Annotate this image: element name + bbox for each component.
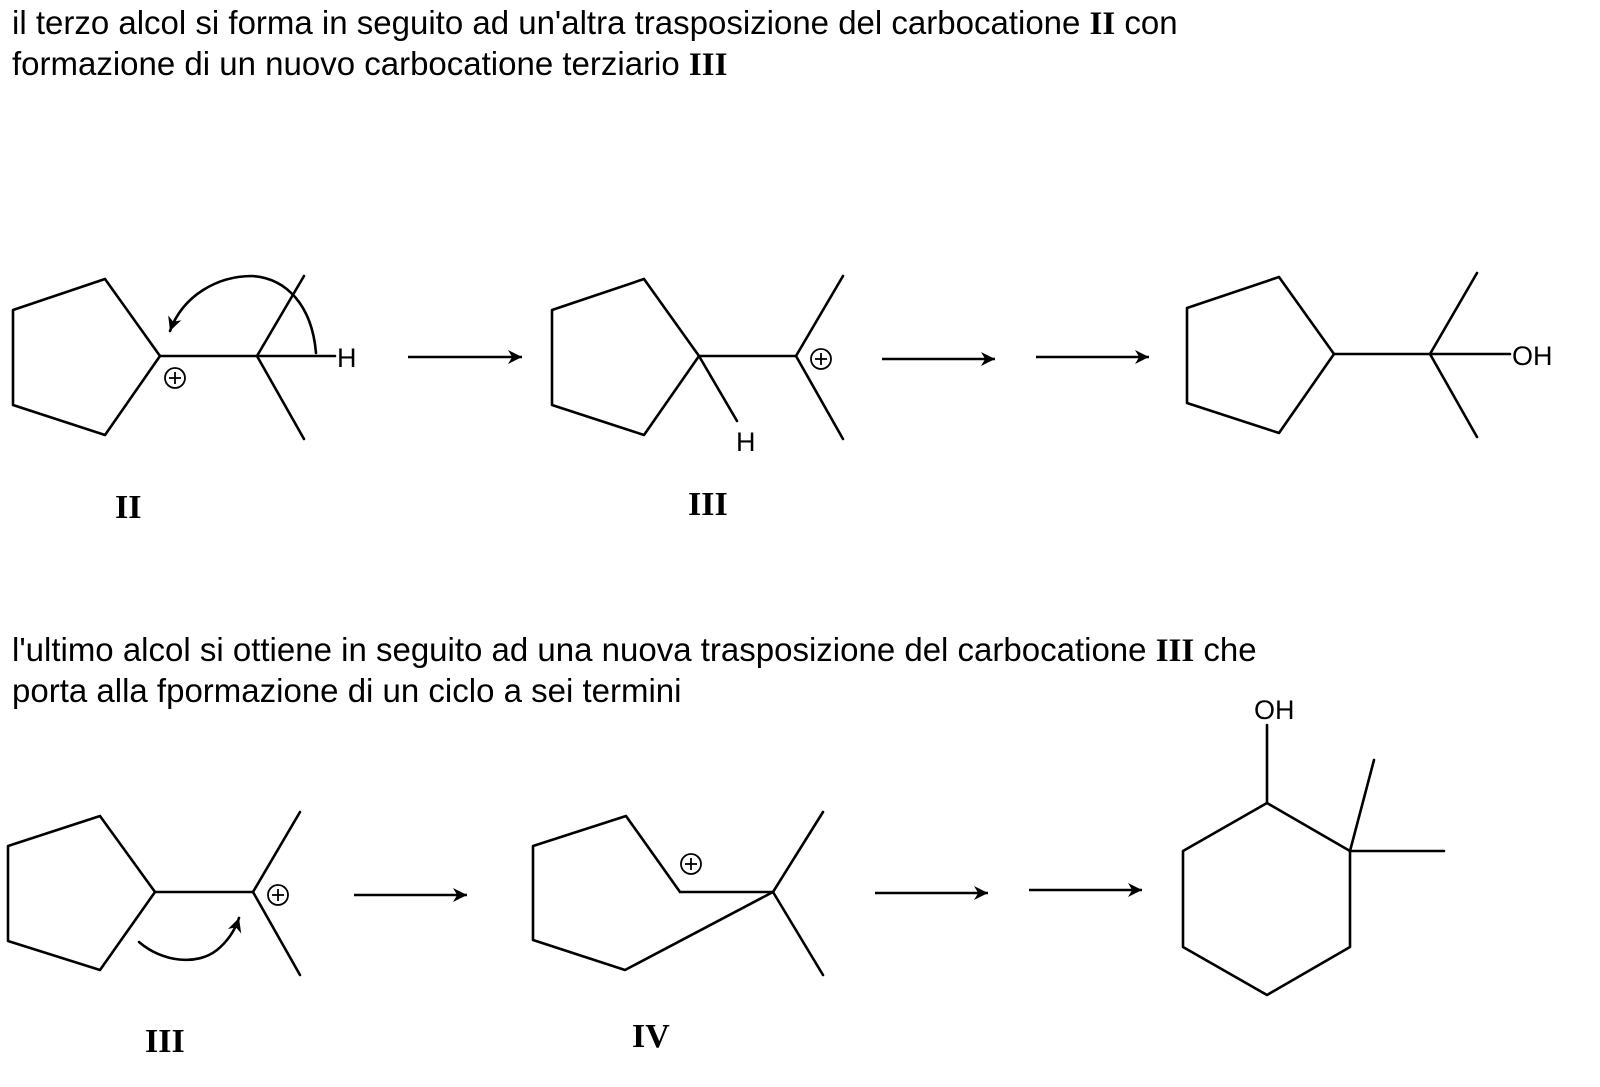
methyl-bond <box>1428 352 1479 439</box>
hydride-shift-arrow <box>168 274 318 355</box>
intro-paragraph-1: il terzo alcol si forma in seguito ad un… <box>12 3 1178 85</box>
ring-expansion-skeleton <box>531 814 775 972</box>
structure-IV <box>531 810 825 977</box>
paragraph-text: l'ultimo alcol si ottiene in seguito ad … <box>12 631 1156 668</box>
methyl-bond <box>771 810 825 894</box>
methyl-bond <box>794 354 845 441</box>
positive-charge-icon <box>267 884 289 906</box>
hydroxyl-group: OH <box>1512 341 1553 371</box>
positive-charge-icon <box>810 348 832 370</box>
hydrogen-atom: H <box>736 427 756 457</box>
compound-reference: III <box>1155 633 1195 669</box>
methyl-bond <box>794 274 845 358</box>
intro-paragraph-2: l'ultimo alcol si ottiene in seguito ad … <box>12 630 1257 710</box>
methyl-bond <box>255 354 306 441</box>
paragraph-text: con <box>1115 4 1178 41</box>
paragraph-text: formazione di un nuovo carbocatione terz… <box>12 45 689 82</box>
compound-label: III <box>145 1023 185 1060</box>
structure-III: H <box>550 274 845 457</box>
paragraph-text: che <box>1194 631 1257 668</box>
methyl-bond <box>1348 758 1376 853</box>
methyl-bond <box>251 890 302 977</box>
compound-reference: II <box>1089 6 1116 42</box>
hydrogen-atom: H <box>337 343 357 373</box>
cyclohexanol-product: OH <box>1181 695 1446 997</box>
structure-III-row2 <box>6 810 302 977</box>
methyl-bond <box>771 890 825 977</box>
cyclopentane-ring <box>1185 275 1336 435</box>
cyclopentane-ring <box>11 277 162 437</box>
cyclopentane-ring <box>6 814 157 972</box>
structure-II: H <box>11 274 357 441</box>
methyl-bond <box>1428 271 1479 356</box>
positive-charge-icon <box>680 853 702 875</box>
bond <box>697 354 739 423</box>
tertiary-alcohol-product: OH <box>1185 271 1553 439</box>
compound-label: III <box>688 486 728 523</box>
paragraph-text: porta alla fpormazione di un ciclo a sei… <box>12 672 682 709</box>
compound-reference: III <box>688 47 728 83</box>
methyl-bond <box>251 810 302 894</box>
alkyl-shift-arrow <box>137 916 242 962</box>
positive-charge-icon <box>164 367 186 389</box>
cyclohexane-ring <box>1181 801 1352 997</box>
cyclopentane-ring <box>550 277 701 437</box>
hydroxyl-group: OH <box>1254 695 1295 725</box>
paragraph-text: il terzo alcol si forma in seguito ad un… <box>12 4 1090 41</box>
compound-label: II <box>115 489 141 526</box>
methyl-bond <box>255 274 306 358</box>
compound-label: IV <box>632 1018 670 1055</box>
